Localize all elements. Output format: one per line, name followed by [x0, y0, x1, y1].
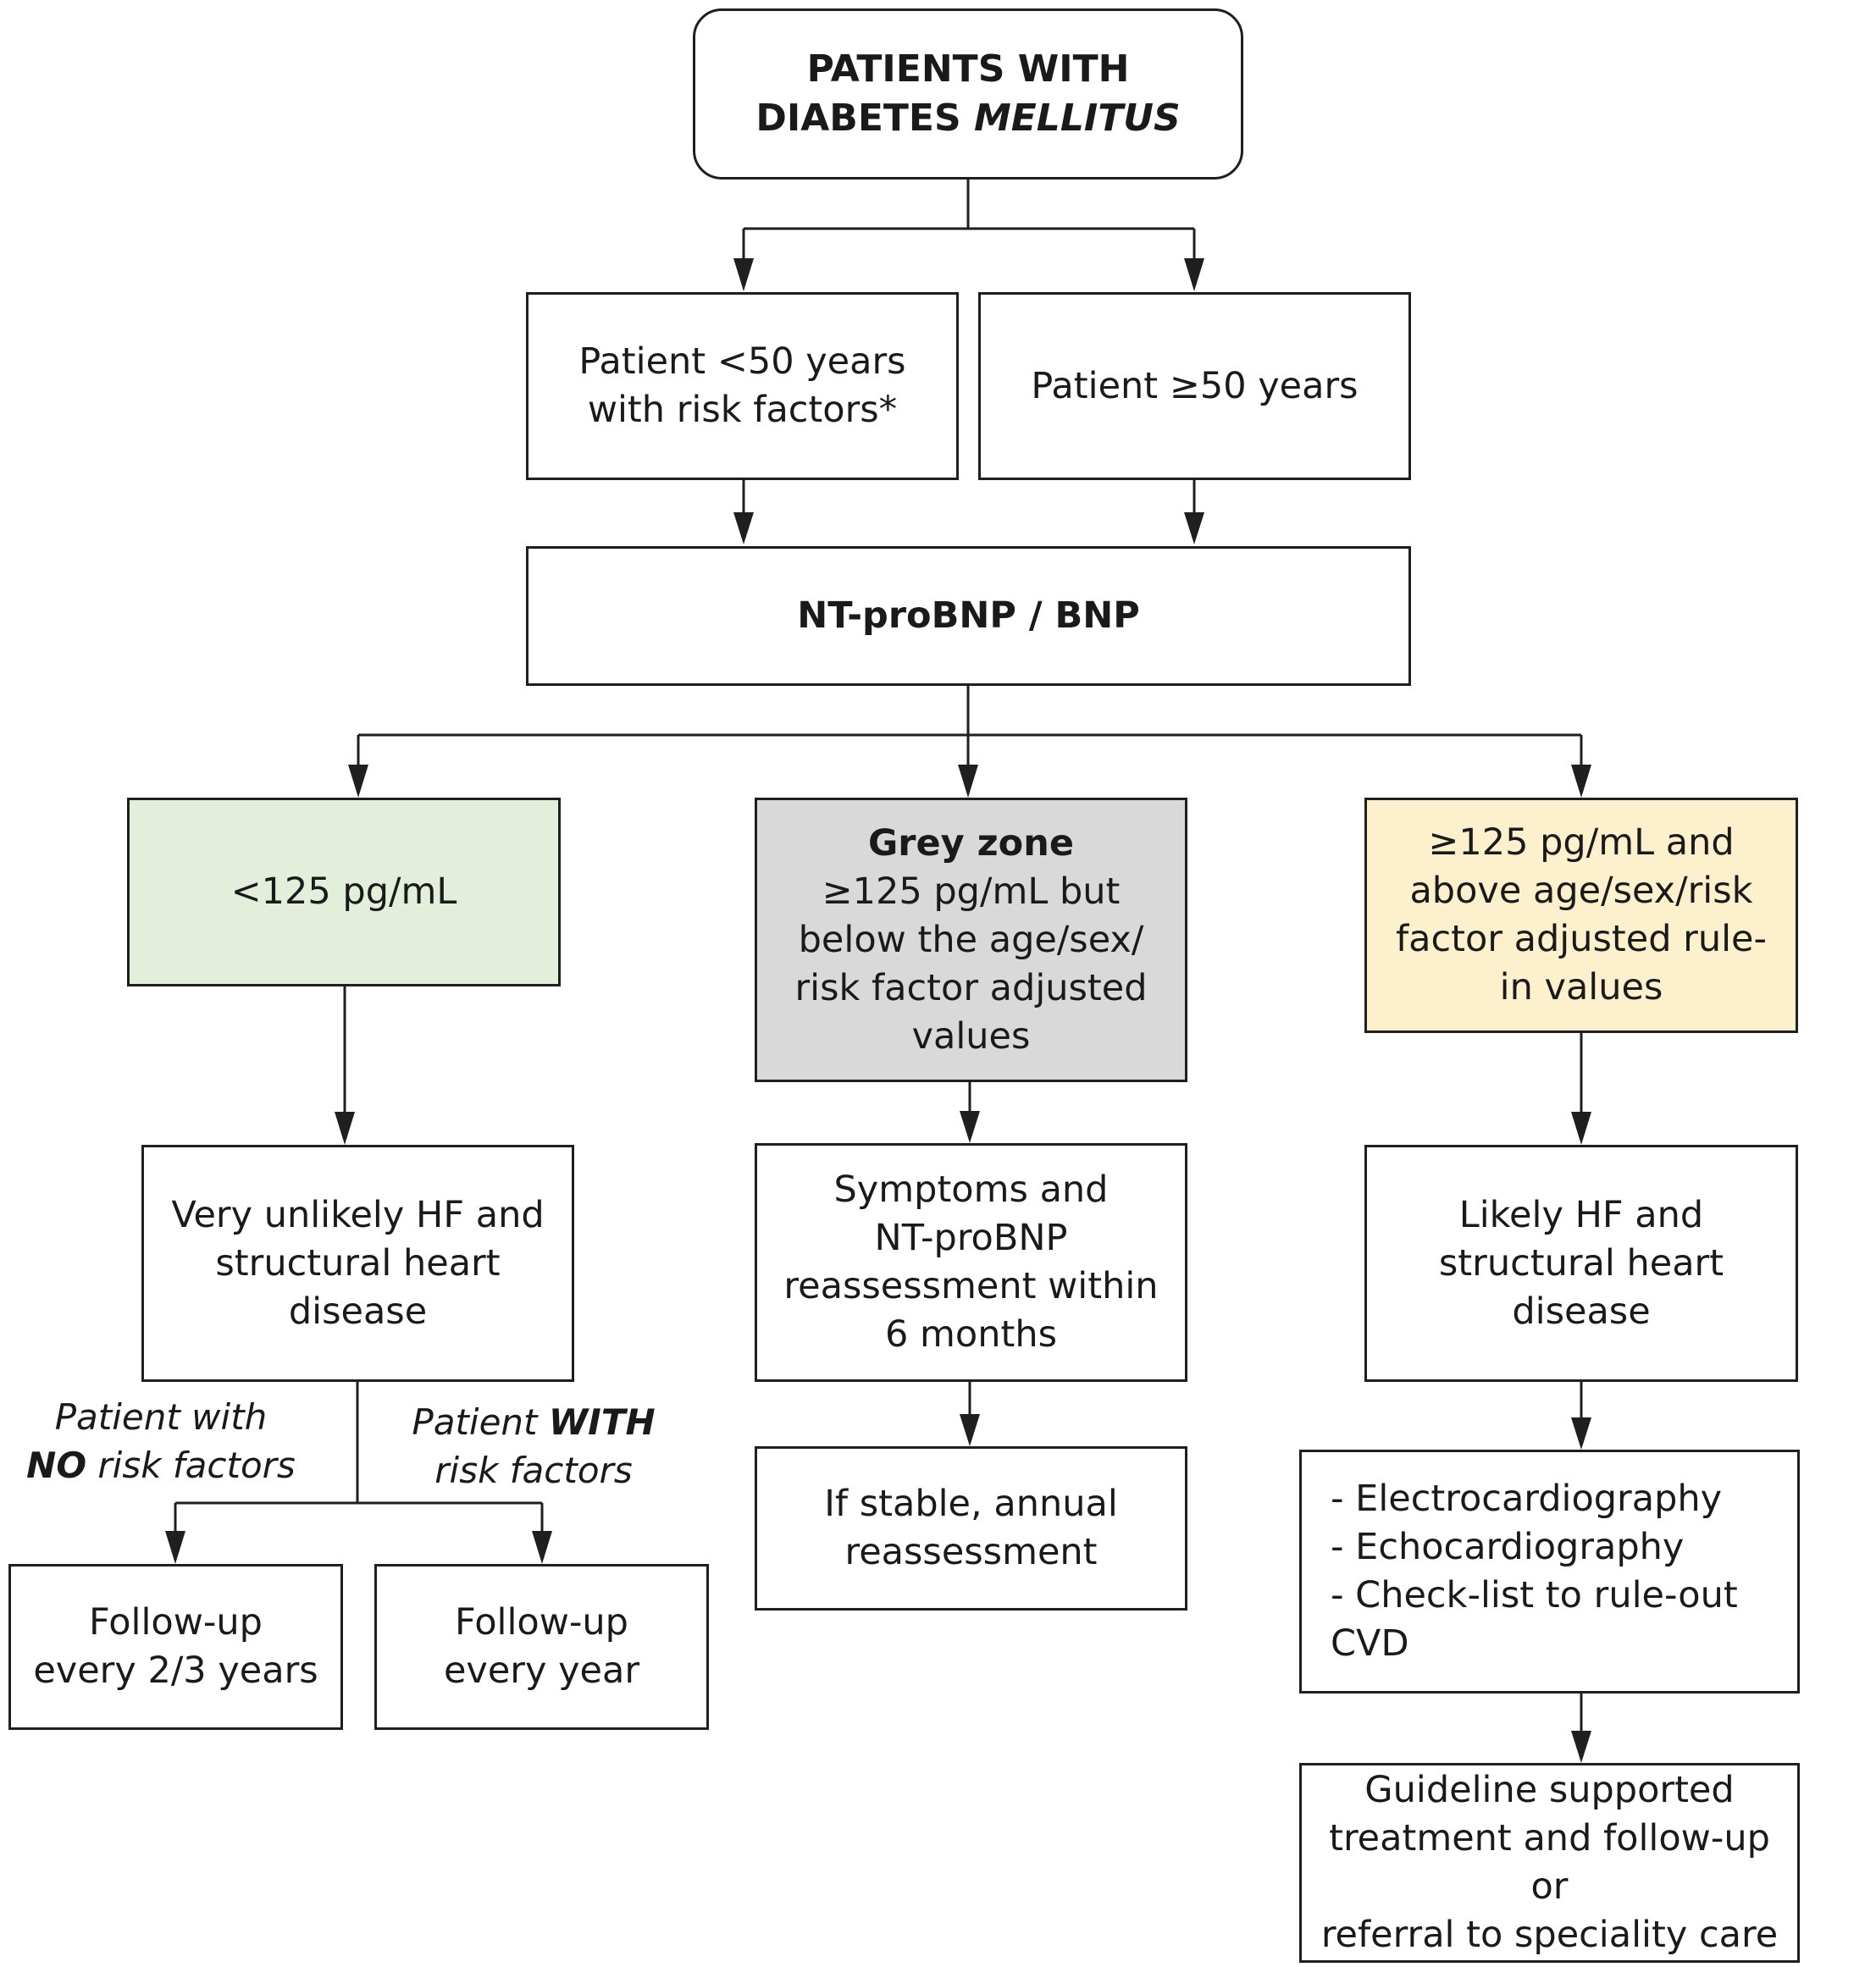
followup-23-line-2: every 2/3 years: [33, 1649, 318, 1692]
reassess-line-1: Symptoms and: [833, 1169, 1109, 1211]
unlikely-line-1: Very unlikely HF and: [171, 1193, 545, 1236]
high-line-1: ≥125 pg/mL and: [1428, 821, 1735, 864]
followup-1-line-1: Follow-up: [455, 1601, 628, 1644]
start-line-2: DIABETES MELLITUS: [755, 94, 1180, 143]
no-rf-line-1: Patient with: [54, 1396, 268, 1438]
age-under-line-1: Patient <50 years: [578, 340, 906, 383]
likely-line-1: Likely HF and: [1458, 1193, 1704, 1236]
with-rf-bold: WITH: [548, 1401, 656, 1443]
with-risk-factors-label: Patient WITH risk factors: [394, 1398, 673, 1495]
start-line-2-a: DIABETES: [755, 97, 974, 140]
grey-title: Grey zone: [867, 821, 1074, 865]
annual-line-1: If stable, annual: [824, 1483, 1118, 1525]
low-label: <125 pg/mL: [230, 870, 457, 913]
grey-line-2: below the age/sex/: [798, 918, 1144, 961]
followup-23-line-1: Follow-up: [89, 1601, 263, 1644]
grey-line-3: risk factor adjusted: [794, 966, 1148, 1009]
with-rf-a: Patient: [412, 1401, 549, 1443]
unlikely-line-2: structural heart: [215, 1241, 501, 1285]
start-node: PATIENTS WITH DIABETES MELLITUS: [693, 8, 1243, 180]
annual-line-2: reassessment: [844, 1531, 1098, 1573]
age-over-50-node: Patient ≥50 years: [978, 292, 1411, 480]
test-node: NT-proBNP / BNP: [526, 546, 1411, 686]
high-line-2: above age/sex/risk: [1409, 870, 1753, 912]
no-rf-bold: NO: [26, 1445, 87, 1486]
exams-line-2: - Echocardiography: [1331, 1526, 1685, 1568]
start-line-1: PATIENTS WITH: [806, 47, 1130, 91]
guideline-line-3: referral to speciality care: [1320, 1914, 1779, 1956]
unlikely-hf-node: Very unlikely HF and structural heart di…: [141, 1145, 574, 1382]
likely-line-3: disease: [1512, 1290, 1651, 1333]
with-rf-line-1: Patient WITH: [394, 1398, 673, 1446]
followup-1-line-2: every year: [443, 1649, 640, 1692]
followup-yearly-node: Follow-up every year: [374, 1564, 709, 1730]
reassess-line-3: reassessment within: [783, 1265, 1159, 1307]
age-under-50-node: Patient <50 years with risk factors*: [526, 292, 959, 480]
start-line-2-b: MELLITUS: [973, 97, 1181, 140]
high-line-3: factor adjusted rule-: [1395, 918, 1768, 960]
reassess-line-4: 6 months: [885, 1313, 1057, 1356]
followup-2-3-years-node: Follow-up every 2/3 years: [8, 1564, 343, 1730]
with-rf-line-2: risk factors: [434, 1450, 633, 1491]
test-label: NT-proBNP / BNP: [797, 594, 1140, 637]
grey-zone-node: Grey zone ≥125 pg/mL but below the age/s…: [755, 798, 1187, 1082]
likely-hf-node: Likely HF and structural heart disease: [1364, 1145, 1798, 1382]
grey-line-4: values: [911, 1014, 1031, 1058]
age-over-line-1: Patient ≥50 years: [1031, 364, 1359, 407]
no-rf-line-2: NO risk factors: [17, 1441, 305, 1489]
no-rf-rest: risk factors: [86, 1445, 296, 1486]
annual-reassessment-node: If stable, annual reassessment: [755, 1446, 1187, 1611]
no-risk-factors-label: Patient with NO risk factors: [17, 1393, 305, 1489]
guideline-line-2: treatment and follow-up or: [1329, 1817, 1770, 1908]
reassess-line-2: NT-proBNP: [874, 1217, 1068, 1259]
high-value-node: ≥125 pg/mL and above age/sex/risk factor…: [1364, 798, 1798, 1033]
grey-line-1: ≥125 pg/mL but: [822, 870, 1121, 913]
exams-line-1: - Electrocardiography: [1331, 1478, 1723, 1520]
exams-node: - Electrocardiography - Echocardiography…: [1299, 1450, 1800, 1693]
reassessment-node: Symptoms and NT-proBNP reassessment with…: [755, 1143, 1187, 1382]
low-value-node: <125 pg/mL: [127, 798, 561, 986]
high-line-4: in values: [1499, 966, 1663, 1008]
guideline-line-1: Guideline supported: [1364, 1769, 1735, 1811]
likely-line-2: structural heart: [1438, 1241, 1724, 1285]
unlikely-line-3: disease: [288, 1290, 428, 1333]
guideline-node: Guideline supported treatment and follow…: [1299, 1763, 1800, 1963]
age-under-line-2: with risk factors*: [587, 389, 898, 431]
exams-line-3: - Check-list to rule-out CVD: [1331, 1574, 1738, 1665]
